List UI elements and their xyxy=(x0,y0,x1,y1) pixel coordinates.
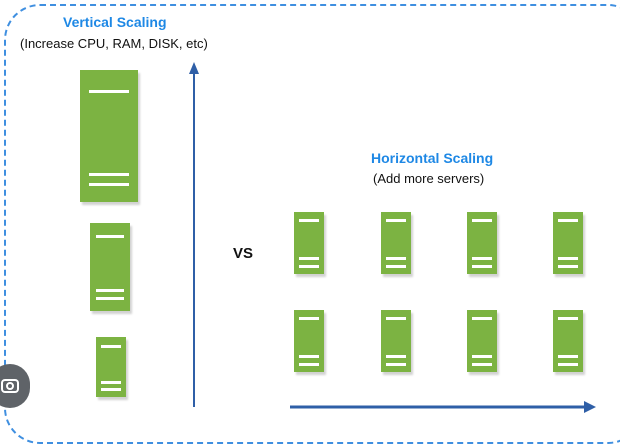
server-row1-1 xyxy=(294,212,324,274)
scaling-arrows xyxy=(189,62,596,413)
server-large xyxy=(80,70,138,202)
vertical-arrowhead xyxy=(189,62,199,74)
horizontal-arrowhead xyxy=(584,401,596,413)
server-row1-2 xyxy=(381,212,411,274)
horizontal-scaling-subtitle: (Add more servers) xyxy=(373,171,485,186)
lens-icon[interactable] xyxy=(0,364,30,408)
server-row2-3 xyxy=(467,310,497,372)
vs-label: VS xyxy=(233,245,254,262)
vertical-scaling-subtitle: (Increase CPU, RAM, DISK, etc) xyxy=(20,36,208,51)
server-row2-4 xyxy=(553,310,583,372)
server-row2-2 xyxy=(381,310,411,372)
server-row1-3 xyxy=(467,212,497,274)
server-small xyxy=(96,337,126,397)
server-row1-4 xyxy=(553,212,583,274)
server-row2-1 xyxy=(294,310,324,372)
vertical-scaling-title: Vertical Scaling xyxy=(63,14,167,30)
horizontal-scaling-title: Horizontal Scaling xyxy=(371,150,494,166)
server-medium xyxy=(90,223,130,311)
